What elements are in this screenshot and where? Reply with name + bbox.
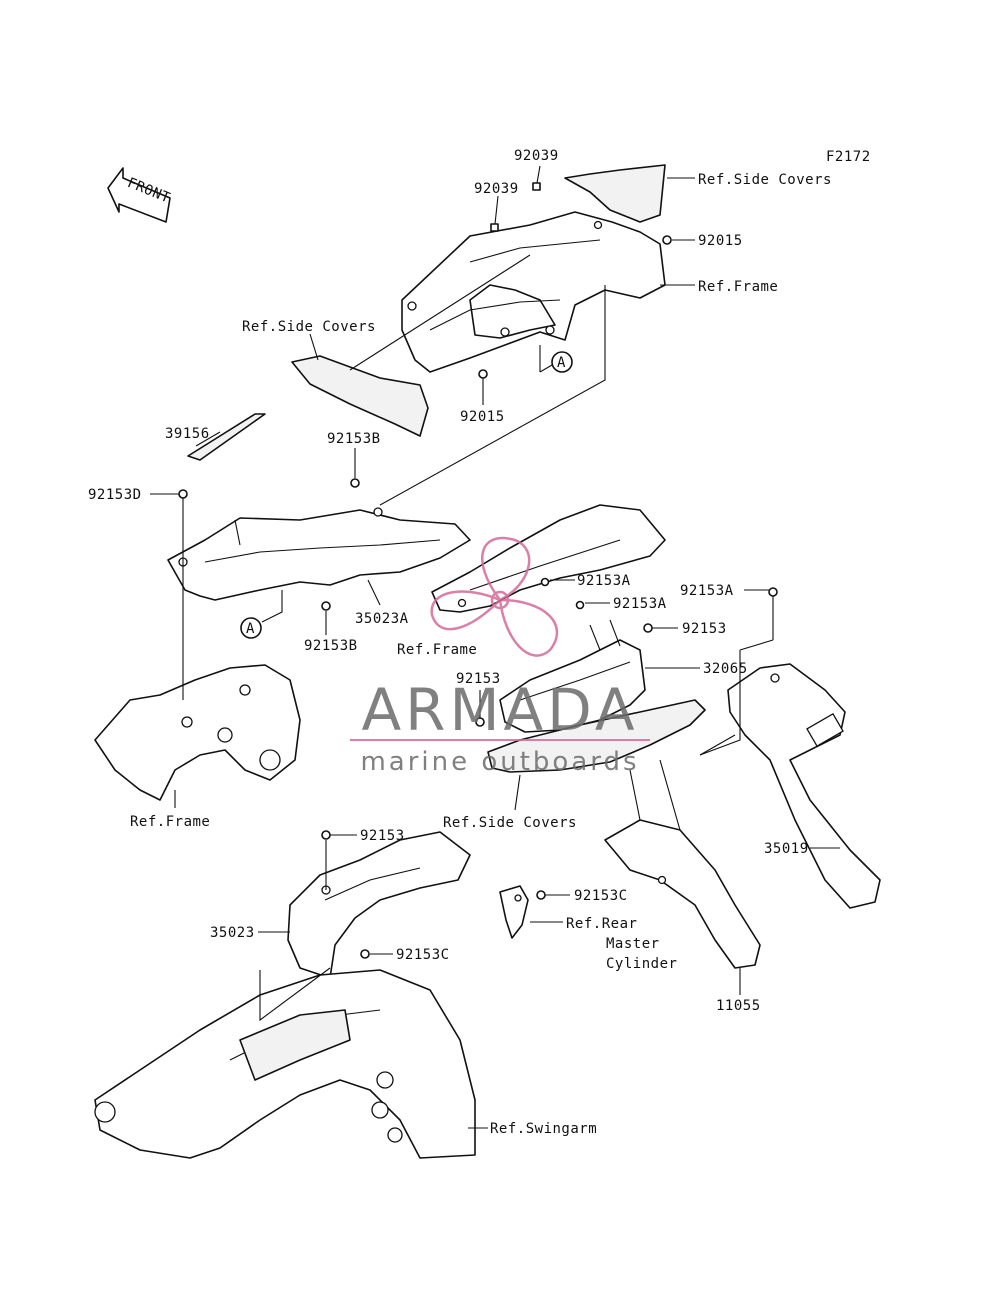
label-ref-frame-top: Ref.Frame (698, 279, 778, 295)
label-92153A-1: 92153A (577, 573, 631, 589)
screw-icon (178, 489, 188, 499)
label-ref-rear-master-3: Cylinder (606, 956, 677, 972)
screw-icon (321, 601, 331, 611)
label-92015-right: 92015 (698, 233, 743, 249)
part-labels: 92039 92039 Ref.Side Covers 92015 Ref.Fr… (88, 148, 832, 1137)
tray-32065 (499, 619, 646, 733)
rear-master-cylinder-bracket (499, 885, 529, 939)
screw-icon (540, 577, 550, 587)
bolt-icon (532, 182, 541, 191)
side-cover-left-top (291, 355, 429, 437)
label-ref-side-covers-bottom: Ref.Side Covers (443, 815, 577, 831)
nut-icon (662, 235, 672, 245)
callout-A-label: A (246, 621, 255, 637)
label-ref-frame-left: Ref.Frame (130, 814, 210, 830)
label-92153B-top: 92153B (327, 431, 381, 447)
label-92153D: 92153D (88, 487, 142, 503)
callout-A-label: A (557, 355, 566, 371)
screw-icon (643, 623, 653, 633)
screw-icon (575, 600, 585, 610)
label-32065: 32065 (703, 661, 748, 677)
side-cover-bottom (487, 699, 706, 773)
label-92039-mid: 92039 (474, 181, 519, 197)
screw-icon (768, 587, 778, 597)
screw-icon (360, 949, 370, 959)
nut-icon (478, 369, 488, 379)
bracket-35019 (727, 663, 881, 909)
label-92153-right: 92153 (682, 621, 727, 637)
label-ref-rear-master-2: Master (606, 936, 660, 952)
label-35023A: 35023A (355, 611, 409, 627)
screw-icon (350, 478, 360, 488)
callout-A-top: A (539, 345, 573, 373)
propeller-logo-icon (430, 536, 559, 657)
label-92153A-3: 92153A (680, 583, 734, 599)
screw-icon (536, 890, 546, 900)
figure-code: F2172 (826, 149, 871, 165)
label-92153C-2: 92153C (396, 947, 450, 963)
label-35019: 35019 (764, 841, 809, 857)
screw-icon (321, 830, 331, 840)
bolt-icon (490, 223, 499, 232)
label-ref-side-covers-top: Ref.Side Covers (698, 172, 832, 188)
label-ref-side-covers-left: Ref.Side Covers (242, 319, 376, 335)
bracket-11055 (604, 759, 761, 969)
watermark-brand: ARMADA (361, 676, 638, 744)
seat-base-35023A (167, 507, 471, 601)
label-ref-frame-mid: Ref.Frame (397, 642, 477, 658)
leader-lines (150, 165, 840, 1129)
label-92153B-bottom: 92153B (304, 638, 358, 654)
frame-left-reference (94, 664, 301, 801)
label-35023: 35023 (210, 925, 255, 941)
label-ref-rear-master-1: Ref.Rear (566, 916, 637, 932)
swingarm-reference (94, 969, 476, 1159)
label-ref-swingarm: Ref.Swingarm (490, 1121, 597, 1137)
label-92153A-2: 92153A (613, 596, 667, 612)
label-92153C-1: 92153C (574, 888, 628, 904)
rear-frame-top-assembly (401, 164, 666, 373)
label-11055: 11055 (716, 998, 761, 1014)
callout-A-bottom: A (240, 590, 283, 639)
watermark-tagline: marine outboards (360, 747, 639, 777)
label-92039-top: 92039 (514, 148, 559, 164)
label-92015-bottom: 92015 (460, 409, 505, 425)
front-arrow-icon: FRONT (107, 167, 172, 223)
label-92153-lower: 92153 (360, 828, 405, 844)
watermark: ARMADA marine outboards (350, 536, 650, 777)
part-39156-strip (187, 413, 266, 461)
label-92153-mid: 92153 (456, 671, 501, 687)
label-39156: 39156 (165, 426, 210, 442)
